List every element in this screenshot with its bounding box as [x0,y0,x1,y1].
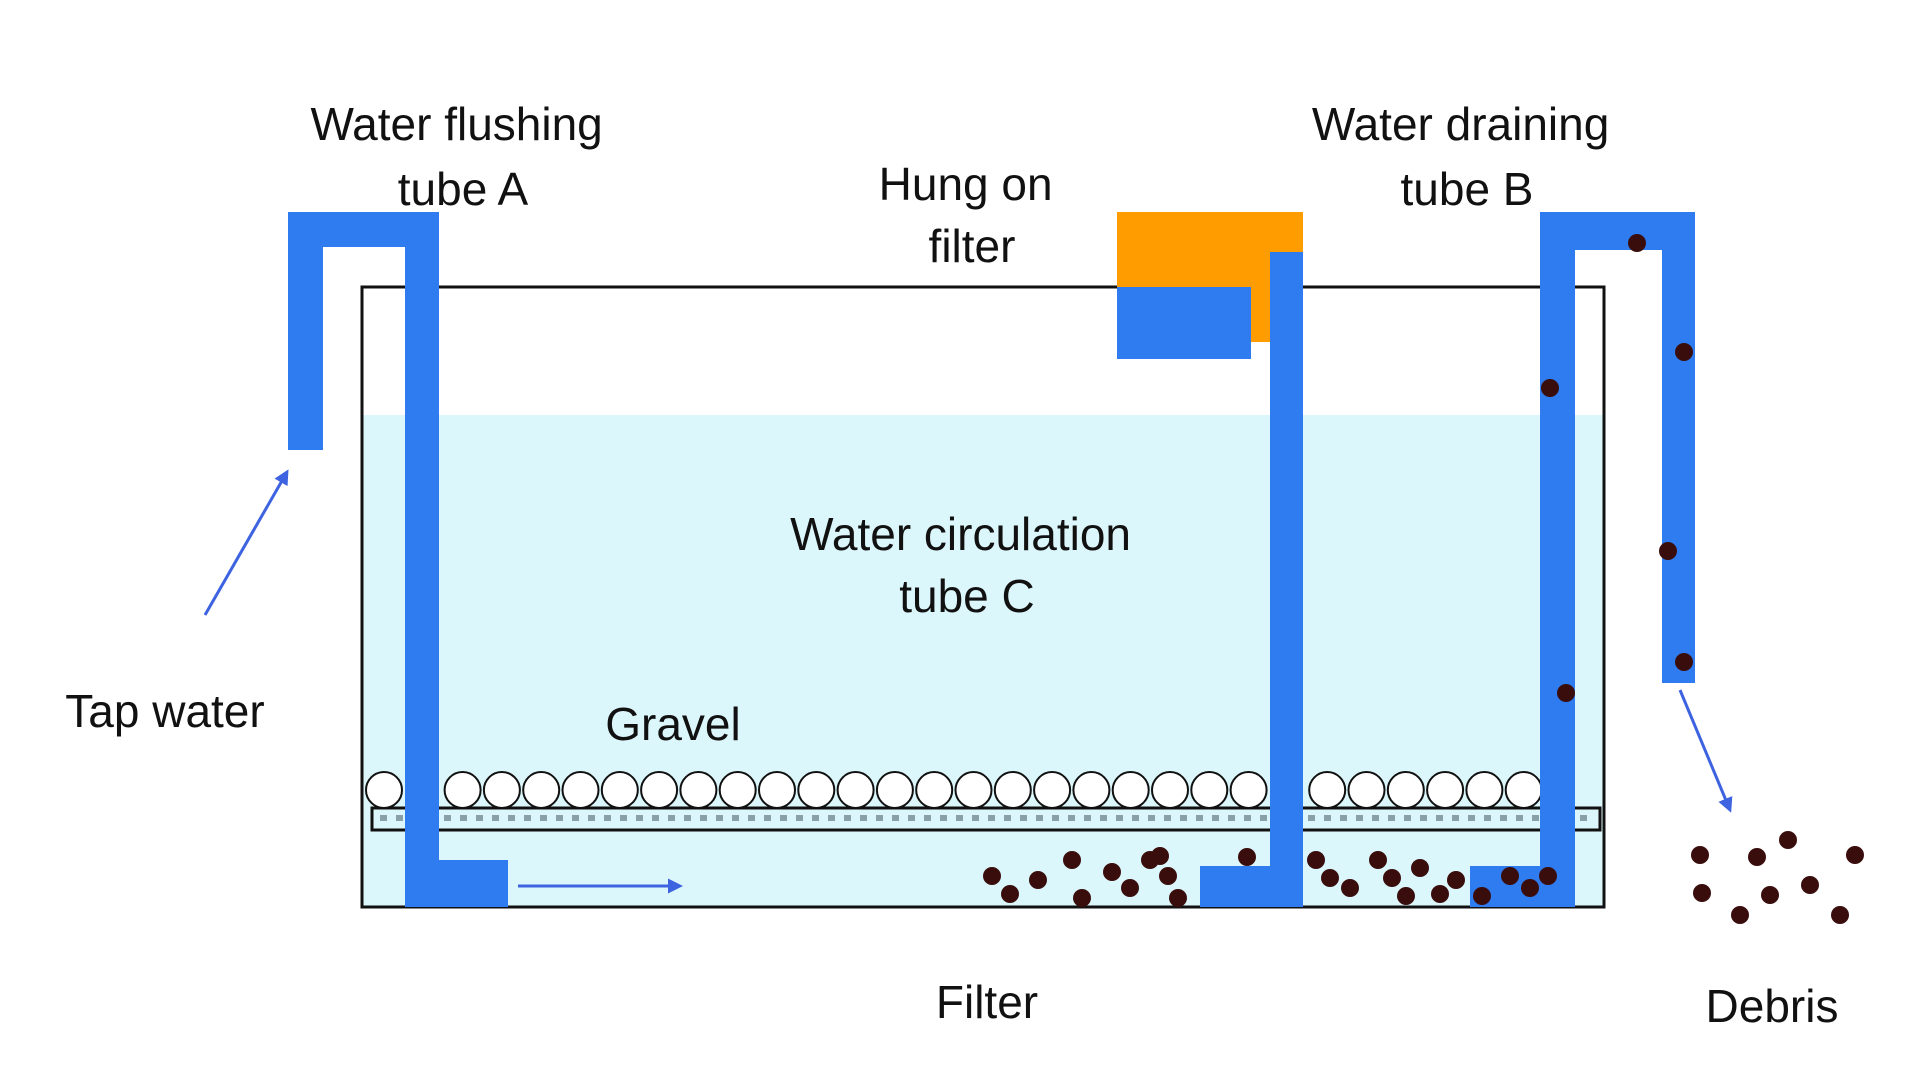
label-tube-c-line2: tube C [899,570,1035,622]
label-debris: Debris [1706,980,1839,1032]
debris-particle [1659,542,1677,560]
debris-particle [1748,848,1766,866]
gravel-stone [1111,771,1150,809]
debris-particle [1341,879,1359,897]
water-circulation-tube-c [1200,252,1303,907]
gravel-stone [561,771,600,809]
debris-particle [1369,851,1387,869]
gravel-stone [482,771,521,809]
tank-outline [360,285,1606,909]
gravel-stone [522,771,561,809]
debris-particle [983,867,1001,885]
gravel-stone [836,771,875,809]
label-tube-b-line1: Water draining [1312,98,1609,150]
gravel-stone [718,771,757,809]
debris-particle [1063,851,1081,869]
gravel-stone [1151,771,1189,809]
label-tube-c: Water circulation tube C [790,508,1144,622]
debris-particle [1539,867,1557,885]
floor-debris [983,847,1557,907]
gravel-stone [1072,771,1111,809]
debris-particle [1159,867,1177,885]
debris-particle [1779,831,1797,849]
gravel-stone [1386,771,1425,809]
gravel-stone [1033,771,1072,809]
debris-particle [1238,848,1256,866]
debris-particle [1121,879,1139,897]
gravel-stone [640,771,679,809]
label-filter: Filter [936,976,1038,1028]
gravel-stone [1504,771,1543,809]
debris-particle [1431,885,1449,903]
debris-particle [1447,871,1465,889]
debris-drain-arrow [1678,689,1733,813]
gravel-stone [365,771,403,809]
label-tube-a-line2: tube A [398,163,529,215]
water-flushing-tube-a [288,212,508,907]
label-tap-water: Tap water [65,685,264,737]
debris-particle [1675,343,1693,361]
gravel-stone [954,771,993,809]
debris-particle [1557,684,1575,702]
debris-particle [1321,869,1339,887]
debris-particle [1411,859,1429,877]
debris-particle [1628,234,1646,252]
label-tube-c-line1: Water circulation [790,508,1131,560]
tap-water-arrow [203,469,289,616]
gravel-stone [443,771,482,809]
water-draining-tube-b [1470,212,1695,907]
label-hung-on-filter: Hung on filter [879,158,1066,272]
gravel-stone [1426,771,1465,809]
label-tube-b: Water draining tube B [1312,98,1622,215]
debris-particle [1521,879,1539,897]
gravel-stone [915,771,954,809]
debris-particle [1501,867,1519,885]
debris-particle [1383,869,1401,887]
debris-particle [1731,906,1749,924]
gravel-stone [758,771,796,809]
debris-particle [1103,863,1121,881]
label-tube-a-line1: Water flushing [310,98,602,150]
debris-particle [1151,847,1169,865]
debris-particle [1307,851,1325,869]
debris-particle [1693,884,1711,902]
water-body [362,415,1604,907]
debris-particle [1001,885,1019,903]
gravel-stone [1347,771,1386,809]
debris-particle [1761,886,1779,904]
gravel-stone [600,771,639,809]
debris-particle [1397,887,1415,905]
gravel-stone [1308,771,1347,809]
debris-particle [1675,653,1693,671]
label-hung-on-filter-line1: Hung on [879,158,1053,210]
debris-particle [1691,846,1709,864]
tube-debris [1541,234,1693,702]
debris-particle [1541,379,1559,397]
label-tube-b-line2: tube B [1401,163,1534,215]
debris-particle [1473,887,1491,905]
debris-particle [1073,889,1091,907]
gravel-stone [797,771,836,809]
debris-particle [1831,906,1849,924]
label-gravel: Gravel [605,698,740,750]
gravel-layer [365,771,1543,809]
gravel-stone [1229,771,1268,809]
debris-particle [1846,846,1864,864]
debris-particle [1801,876,1819,894]
gravel-stone [993,771,1032,809]
debris-particle [1169,889,1187,907]
debris-particle [1029,871,1047,889]
gravel-stone [679,771,718,809]
gravel-stone [1465,771,1504,809]
gravel-stone [1190,771,1229,809]
label-hung-on-filter-line2: filter [929,220,1016,272]
hung-on-filter-water [1117,287,1251,359]
gravel-stone [875,771,914,809]
debris-pile [1691,831,1864,924]
label-tube-a: Water flushing tube A [310,98,615,215]
